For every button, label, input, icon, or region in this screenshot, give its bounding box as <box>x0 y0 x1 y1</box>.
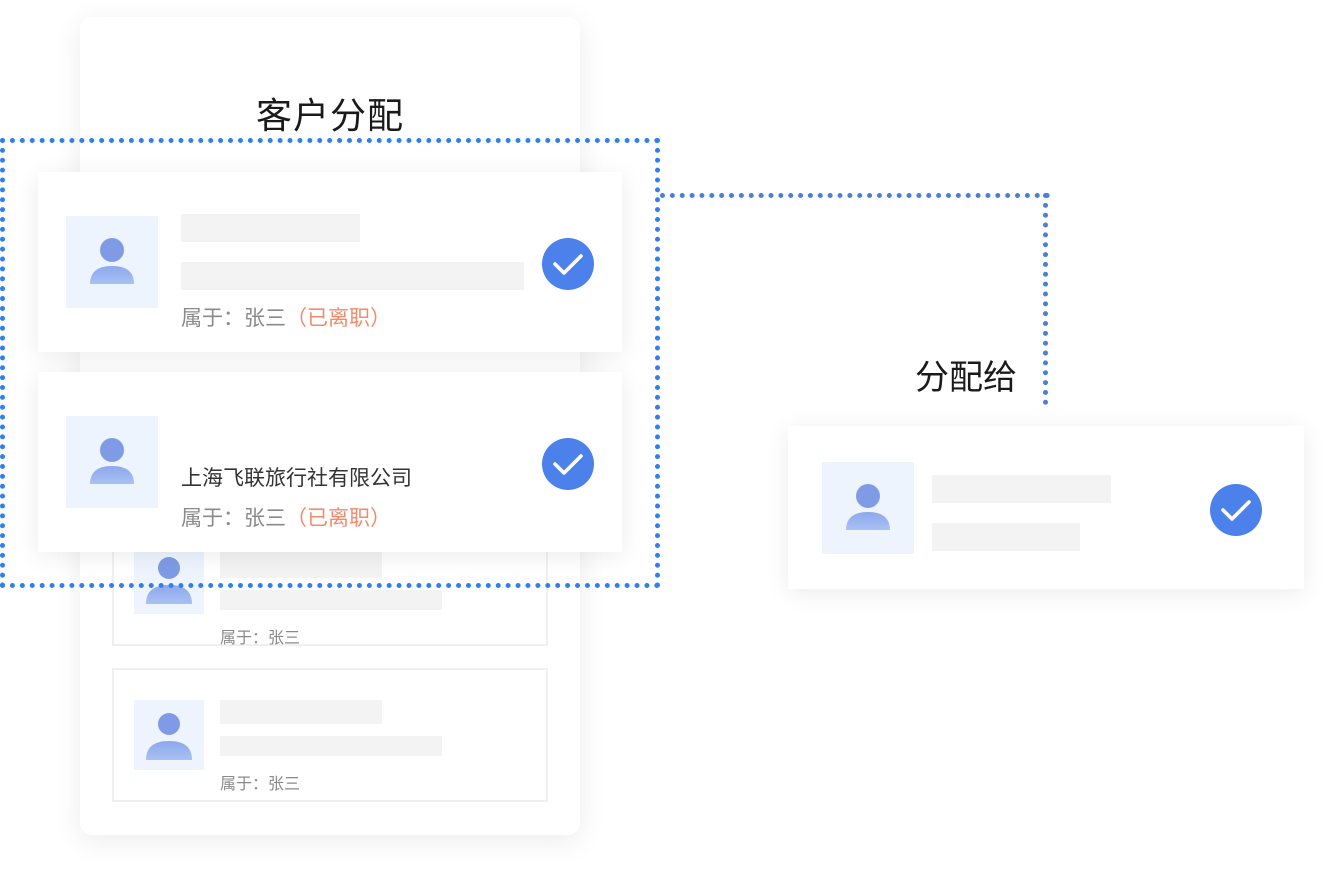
check-circle-icon[interactable] <box>542 238 594 290</box>
user-avatar-icon <box>66 416 158 508</box>
selected-customer-card[interactable]: 属于：张三（已离职） <box>38 172 622 352</box>
user-avatar-icon <box>134 700 204 770</box>
name-placeholder <box>220 552 382 578</box>
selection-outline <box>0 138 660 588</box>
owner-prefix: 属于： <box>181 506 244 530</box>
owner-label: 属于：张三 <box>220 628 301 647</box>
resigned-tag: （已离职） <box>286 306 391 330</box>
panel-title: 客户分配 <box>255 96 404 137</box>
customer-name: 上海飞联旅行社有限公司 <box>181 466 412 490</box>
detail-placeholder <box>932 523 1080 551</box>
check-circle-icon[interactable] <box>1210 484 1262 536</box>
user-avatar-icon <box>66 216 158 308</box>
name-placeholder <box>220 700 382 724</box>
detail-placeholder <box>181 262 524 290</box>
user-avatar-icon <box>134 544 204 614</box>
background-customer-card[interactable]: 属于：张三 <box>112 668 548 802</box>
name-placeholder <box>932 475 1111 503</box>
assign-target-card[interactable] <box>788 426 1304 589</box>
owner-name: 张三 <box>244 306 286 330</box>
connector-line <box>660 193 1050 198</box>
detail-placeholder <box>220 590 442 610</box>
assign-to-label: 分配给 <box>915 358 1017 398</box>
resigned-tag: （已离职） <box>286 506 391 530</box>
owner-label: 属于：张三 <box>220 774 301 793</box>
owner-line: 属于：张三（已离职） <box>181 302 391 332</box>
check-circle-icon[interactable] <box>542 438 594 490</box>
detail-placeholder <box>220 736 442 756</box>
connector-line <box>1043 193 1048 405</box>
selected-customer-card[interactable]: 上海飞联旅行社有限公司 属于：张三（已离职） <box>38 372 622 552</box>
name-placeholder <box>181 214 360 242</box>
owner-line: 属于：张三（已离职） <box>181 502 391 532</box>
user-avatar-icon <box>822 462 914 554</box>
owner-name: 张三 <box>244 506 286 530</box>
owner-prefix: 属于： <box>181 306 244 330</box>
